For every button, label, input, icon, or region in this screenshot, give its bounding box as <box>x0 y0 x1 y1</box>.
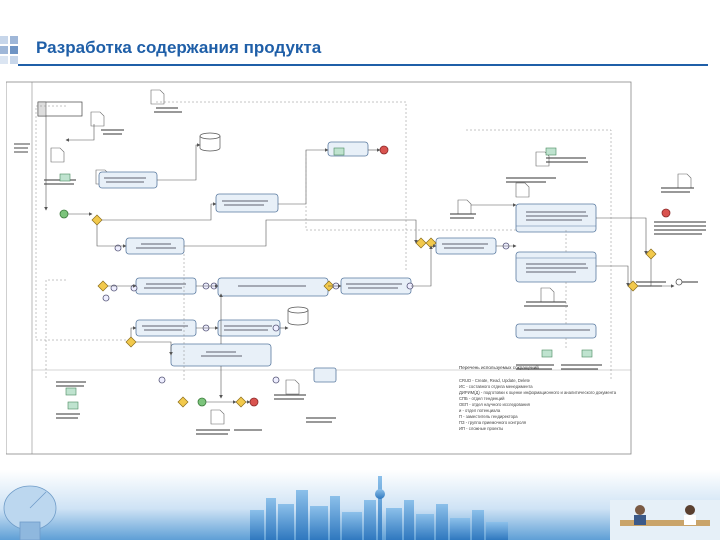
legend-line: и - отдел потенциала <box>459 408 501 413</box>
footer-skyline <box>0 470 720 540</box>
gateway-group <box>91 214 657 408</box>
pool-frame <box>5 81 632 455</box>
abbreviations-legend: Перечень используемых сокращений CRUD - … <box>459 364 617 431</box>
document-icon <box>50 89 692 425</box>
process-diagram: Перечень используемых сокращений CRUD - … <box>5 80 714 458</box>
satellite-dish-image <box>3 485 57 540</box>
legend-line: ДИРИМ(Д) - подготовки к оценке информаци… <box>459 390 617 395</box>
title-underline <box>18 64 708 66</box>
business-people-image <box>610 500 720 540</box>
task-group <box>98 141 597 383</box>
legend-line: ПЗ - группа приемочного контроля <box>459 420 526 425</box>
legend-line: ИП - сложные проекты <box>459 426 503 431</box>
buildings <box>250 476 508 540</box>
message-icon-group <box>59 147 593 410</box>
legend-line: П - заместитель гендиректора <box>459 414 518 419</box>
association-group <box>35 101 612 380</box>
legend-line: ИС - составного отдела менеджмента <box>459 384 533 389</box>
bpmn-diagram: Перечень используемых сокращений CRUD - … <box>5 81 706 455</box>
slide-title: Разработка содержания продукта <box>36 38 322 57</box>
legend-heading: Перечень используемых сокращений <box>459 364 539 370</box>
flow-group <box>44 116 675 404</box>
legend-line: СПБ - отдел тенденций <box>459 396 505 401</box>
data-store-group <box>199 132 309 326</box>
header-decoration <box>0 36 18 64</box>
legend-line: CRUD - Create, Read, Update, Delete <box>459 378 531 383</box>
legend-line: ОЕП - отдел научного исследования <box>459 402 530 407</box>
